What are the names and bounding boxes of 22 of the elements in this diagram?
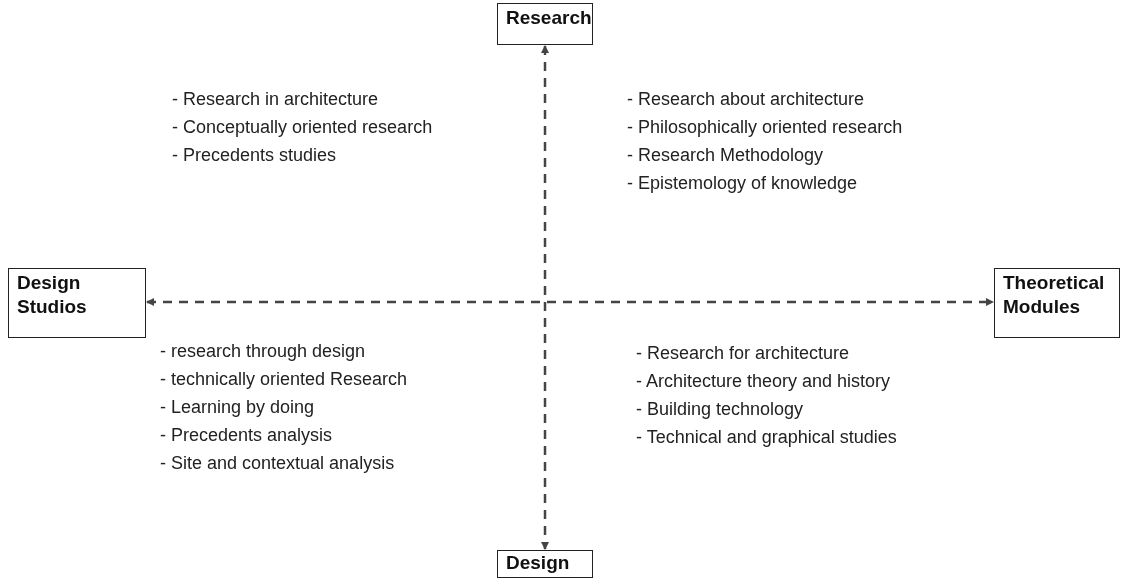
list-item-text: - technically oriented Research <box>160 368 408 390</box>
list-item-text: - Research about architecture <box>627 88 865 110</box>
list-item-text: - Philosophically oriented research <box>627 116 903 138</box>
label-box: Theoretical Modules <box>994 268 1120 338</box>
dashed-arrow <box>541 45 549 550</box>
list-item-text: - Precedents analysis <box>160 424 333 446</box>
list-item-text: - Conceptually oriented research <box>172 116 433 138</box>
label-box: Design <box>497 550 593 578</box>
list-item-text: - Site and contextual analysis <box>160 452 395 474</box>
list-item-text: - Learning by doing <box>160 396 315 418</box>
list-item-text: - Research Methodology <box>627 144 824 166</box>
label-box: Research <box>497 3 593 45</box>
list-item-text: - Research in architecture <box>172 88 379 110</box>
list-item-text: - Epistemology of knowledge <box>627 172 858 194</box>
list-item-text: - Technical and graphical studies <box>636 426 897 448</box>
list-item-text: - Precedents studies <box>172 144 337 166</box>
label-box: Design Studios <box>8 268 146 338</box>
list-item-text: - Building technology <box>636 398 804 420</box>
list-item-text: - Research for architecture <box>636 342 850 364</box>
dashed-arrow <box>146 298 994 306</box>
list-item-text: - Architecture theory and history <box>636 370 891 392</box>
list-item-text: - research through design <box>160 340 366 362</box>
